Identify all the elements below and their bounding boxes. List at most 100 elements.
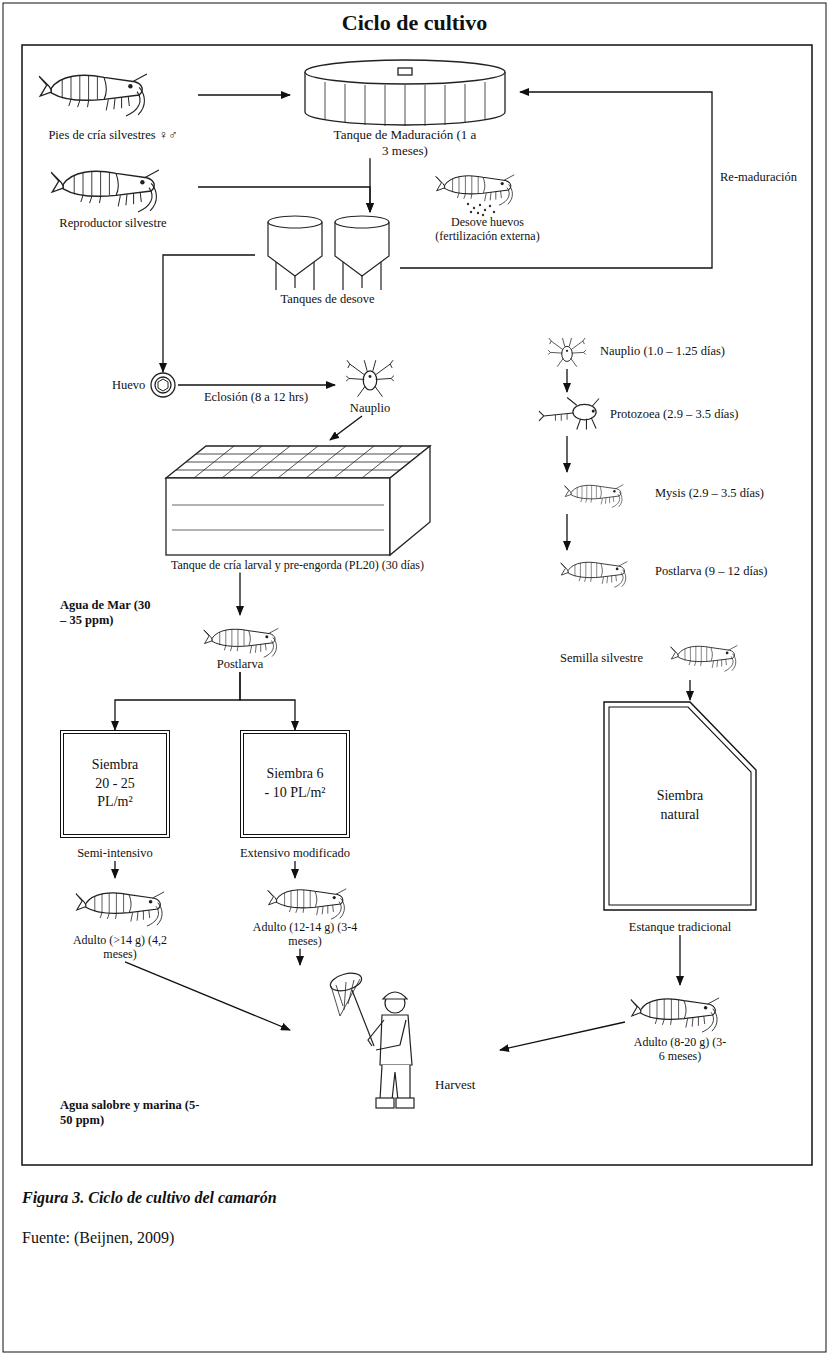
node-label: Desove huevos (fertilización externa): [423, 215, 553, 244]
box-text: Siembra 20 - 25 PL/m²: [84, 756, 146, 813]
figure-caption: Figura 3. Ciclo de cultivo del camarón: [22, 1188, 277, 1207]
flow-arrow: [163, 255, 255, 372]
flow-arrow: [566, 436, 567, 472]
wild-seed-shrimp: [671, 645, 738, 671]
pond-outline: [600, 700, 760, 912]
inner-frame: [22, 45, 812, 1165]
raceway-lines: [176, 446, 420, 478]
larval-tank-top: [166, 446, 430, 478]
system-label: Extensivo modificado: [240, 846, 350, 861]
node-label: Semilla silvestre: [560, 651, 643, 666]
stage-node: Nauplio: [335, 353, 405, 416]
stage-node: Postlarva: [185, 615, 295, 672]
flow-arrow: [240, 672, 295, 730]
broodstock-node: Pies de cría silvestres ♀♂: [28, 60, 198, 143]
adult-node: Adulto (12-14 g) (3-4 meses): [245, 878, 365, 949]
adult-shrimp: [76, 892, 164, 926]
edge-label: Eclosión (8 a 12 hrs): [202, 390, 310, 405]
flow-arrow: [369, 158, 370, 212]
harvester-boot: [376, 1098, 394, 1108]
flow-arrow: [689, 680, 690, 700]
spawning-tank-rim: [268, 216, 322, 228]
larval-stage: Mysis (2.9 – 3.5 días): [530, 472, 800, 514]
double-border-box: Siembra 20 - 25 PL/m²: [60, 730, 170, 838]
node-label: Nauplio: [350, 401, 390, 416]
adult-node: Adulto (>14 g) (4,2 meses): [65, 878, 175, 962]
wild-spawner-shrimp: [51, 170, 159, 212]
harvester-legs: [380, 1065, 410, 1100]
mysis-stage: [565, 485, 624, 508]
node-label: Pies de cría silvestres ♀♂: [48, 128, 177, 143]
tank-shading: [172, 505, 384, 530]
larval-tank: [166, 446, 430, 555]
larval-stage: Nauplio (1.0 – 1.25 días): [530, 333, 800, 369]
pond-inner-line: [609, 707, 751, 905]
note-label: Agua salobre y marina (5-50 ppm): [60, 1098, 210, 1128]
node-label: Adulto (>14 g) (4,2 meses): [73, 933, 168, 962]
node-label: Adulto (8-20 g) (3-6 meses): [633, 1035, 728, 1064]
spawner-node: Reproductor silvestre: [28, 158, 198, 231]
flow-arrow: [178, 384, 335, 385]
note-label: Fuente: (Beijnen, 2009): [22, 1228, 174, 1247]
egg-symbol: [151, 373, 175, 397]
pond-text: Siembra natural: [643, 787, 718, 825]
edge-label: Re-maduración: [718, 170, 799, 185]
node-label: Nauplio (1.0 – 1.25 días): [600, 344, 725, 359]
tank-node: Tanque de cría larval y pre-engorda (PL2…: [160, 440, 435, 572]
postlarva-shrimp: [204, 628, 278, 657]
node-label: Postlarva: [217, 657, 264, 672]
tank-staves: [325, 82, 485, 126]
node-label: Tanque de Maduración (1 a 3 meses): [330, 127, 480, 158]
harvester-boot: [396, 1098, 414, 1108]
flow-arrow: [239, 572, 240, 615]
larval-stage: Postlarva (9 – 12 días): [530, 550, 800, 592]
node-label: Harvest: [435, 1077, 475, 1093]
spawning-tanks: [268, 216, 389, 290]
node-label: Tanques de desove: [280, 292, 374, 307]
flow-arrow: [566, 369, 567, 392]
harvester-body: [380, 1015, 412, 1065]
nauplius-stage: [548, 338, 586, 367]
adult-shrimp: [268, 889, 346, 919]
stocking-box: Siembra 20 - 25 PL/m²Semi-intensivo: [55, 730, 175, 861]
spawning-tank-legs: [343, 262, 381, 290]
spawning-shrimp: [436, 175, 514, 205]
figure-title: Ciclo de cultivo: [0, 10, 829, 36]
flow-arrow: [679, 935, 680, 985]
flow-arrow: [400, 92, 712, 268]
net-bag: [331, 979, 360, 1016]
flow-arrow: [198, 94, 290, 95]
harvester-figure: [328, 970, 414, 1108]
pond-label: Estanque tradicional: [629, 920, 731, 935]
spawning-tank-legs: [276, 262, 314, 290]
adult-node: Adulto (8-20 g) (3-6 meses): [625, 985, 735, 1064]
node-label: Reproductor silvestre: [59, 216, 166, 231]
box-text: Siembra 6 - 10 PL/m²: [264, 765, 326, 803]
flow-arrow: [198, 187, 370, 212]
flow-arrow: [125, 962, 290, 1030]
flow-arrow: [115, 672, 240, 730]
broodstock-shrimp: [39, 74, 147, 116]
node-label: Huevo: [112, 378, 145, 393]
tank-rim: [305, 60, 505, 84]
tank-node: Tanques de desove: [255, 212, 400, 307]
outer-frame: [3, 3, 826, 1352]
flow-arrow: [114, 861, 115, 878]
flow-arrow: [500, 1022, 625, 1050]
tank-node: Tanque de Maduración (1 a 3 meses): [290, 55, 520, 158]
spawning-tank-rim: [335, 216, 389, 228]
egg-node: Huevo: [112, 372, 178, 398]
harvester-arms: [368, 1020, 406, 1050]
flow-arrow: [294, 861, 295, 878]
node-label: Postlarva (9 – 12 días): [655, 564, 767, 579]
stocking-box: Siembra 6 - 10 PL/m² Extensivo modificado: [235, 730, 355, 861]
note-label: Agua de Mar (30 – 35 ppm): [60, 598, 155, 628]
spawning-node: Desove huevos (fertilización externa): [420, 165, 555, 244]
node-label: Mysis (2.9 – 3.5 días): [655, 486, 764, 501]
larval-stage: Protozoea (2.9 – 3.5 días): [530, 392, 800, 436]
wild-seed-node: Semilla silvestre: [555, 636, 755, 680]
flow-arrow: [330, 416, 362, 440]
